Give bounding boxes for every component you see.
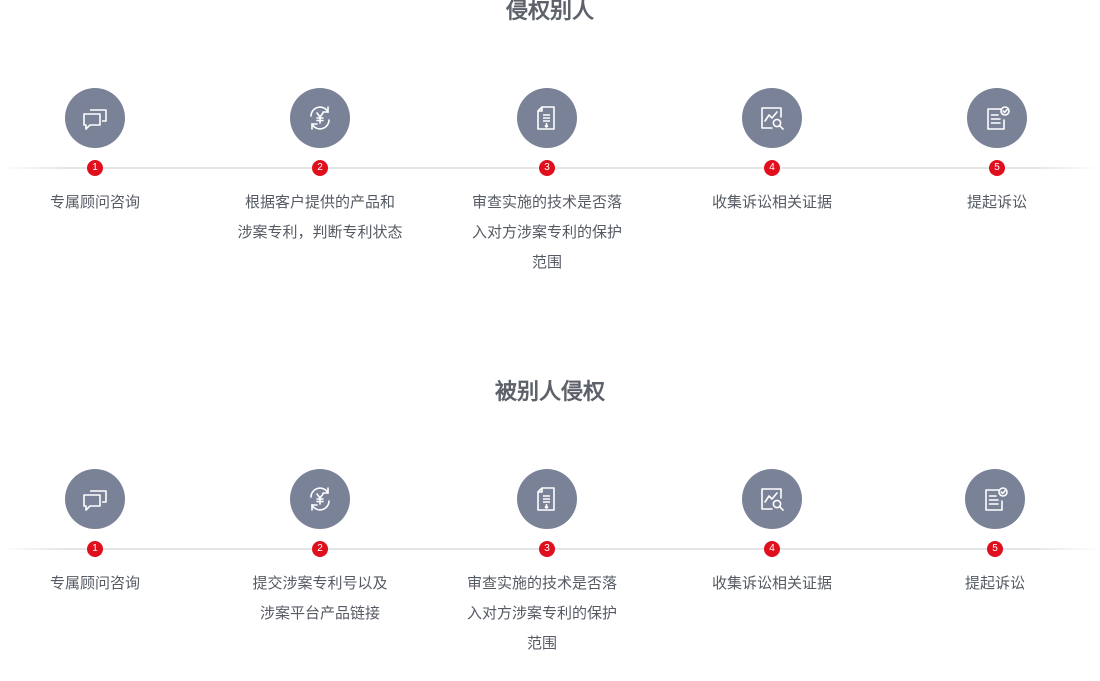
step-number-badge: 1 — [87, 541, 103, 557]
step-text-line: 审查实施的技术是否落 — [471, 193, 622, 211]
step-text-line: 入对方涉案专利的保护 — [466, 604, 617, 622]
step-number-badge: 4 — [764, 541, 780, 557]
step-text-line: 审查实施的技术是否落 — [466, 574, 617, 592]
step-text-line: 提起诉讼 — [966, 193, 1027, 211]
checklist-icon — [967, 88, 1027, 148]
section-title: 侵权别人 — [505, 0, 594, 24]
step-text-line: 涉案平台产品链接 — [259, 604, 380, 622]
step-text-line: 范围 — [526, 634, 557, 652]
step-description: 根据客户提供的产品和 涉案专利，判断专利状态 — [225, 187, 415, 247]
step-text-line: 根据客户提供的产品和 — [244, 193, 395, 211]
step-number-badge: 2 — [312, 541, 328, 557]
step-consult: 1 专属顾问咨询 — [0, 381, 190, 671]
step-number-badge: 1 — [87, 160, 103, 176]
step-review: 3 审查实施的技术是否落 入对方涉案专利的保护 范围 — [452, 0, 642, 290]
section-title: 被别人侵权 — [494, 380, 605, 405]
step-description: 审查实施的技术是否落 入对方涉案专利的保护 范围 — [447, 568, 637, 658]
step-number-badge: 5 — [989, 160, 1005, 176]
yuan-exchange-icon — [290, 88, 350, 148]
step-description: 专属顾问咨询 — [0, 187, 190, 217]
step-number-badge: 4 — [764, 160, 780, 176]
step-description: 提交涉案专利号以及 涉案平台产品链接 — [225, 568, 415, 628]
step-text-line: 入对方涉案专利的保护 — [471, 223, 622, 241]
step-text-line: 范围 — [531, 253, 562, 271]
section-infringed-by-others: 被别人侵权 1 专属顾问咨询 2 提交涉案专利号以及 涉案平台产品链 — [0, 380, 1100, 681]
chart-search-icon — [742, 469, 802, 529]
document-icon — [517, 88, 577, 148]
step-text-line: 提起诉讼 — [964, 574, 1025, 592]
section-infringing-others: 侵权别人 1 专属顾问咨询 2 根据客户提供的产品和 涉案专利，判断 — [0, 0, 1100, 300]
step-submit: 2 提交涉案专利号以及 涉案平台产品链接 — [225, 381, 415, 671]
chart-search-icon — [742, 88, 802, 148]
step-number-badge: 3 — [539, 160, 555, 176]
step-lawsuit: 5 提起诉讼 — [902, 0, 1092, 290]
step-description: 提起诉讼 — [902, 187, 1092, 217]
step-number-badge: 2 — [312, 160, 328, 176]
step-description: 收集诉讼相关证据 — [677, 568, 867, 598]
step-text-line: 收集诉讼相关证据 — [711, 574, 832, 592]
document-icon — [517, 469, 577, 529]
chat-bubbles-icon — [65, 469, 125, 529]
step-evidence: 4 收集诉讼相关证据 — [677, 0, 867, 290]
step-description: 审查实施的技术是否落 入对方涉案专利的保护 范围 — [452, 187, 642, 277]
step-text-line: 专属顾问咨询 — [49, 574, 140, 592]
yuan-exchange-icon — [290, 469, 350, 529]
step-description: 提起诉讼 — [900, 568, 1090, 598]
step-text-line: 提交涉案专利号以及 — [252, 574, 388, 592]
step-assess: 2 根据客户提供的产品和 涉案专利，判断专利状态 — [225, 0, 415, 290]
checklist-icon — [965, 469, 1025, 529]
step-description: 收集诉讼相关证据 — [677, 187, 867, 217]
step-text-line: 涉案专利，判断专利状态 — [237, 223, 403, 241]
step-text-line: 专属顾问咨询 — [49, 193, 140, 211]
chat-bubbles-icon — [65, 88, 125, 148]
step-consult: 1 专属顾问咨询 — [0, 0, 190, 290]
step-review: 3 审查实施的技术是否落 入对方涉案专利的保护 范围 — [447, 381, 637, 671]
step-number-badge: 3 — [539, 541, 555, 557]
step-description: 专属顾问咨询 — [0, 568, 190, 598]
step-number-badge: 5 — [987, 541, 1003, 557]
step-evidence: 4 收集诉讼相关证据 — [677, 381, 867, 671]
step-text-line: 收集诉讼相关证据 — [711, 193, 832, 211]
step-lawsuit: 5 提起诉讼 — [900, 381, 1090, 671]
